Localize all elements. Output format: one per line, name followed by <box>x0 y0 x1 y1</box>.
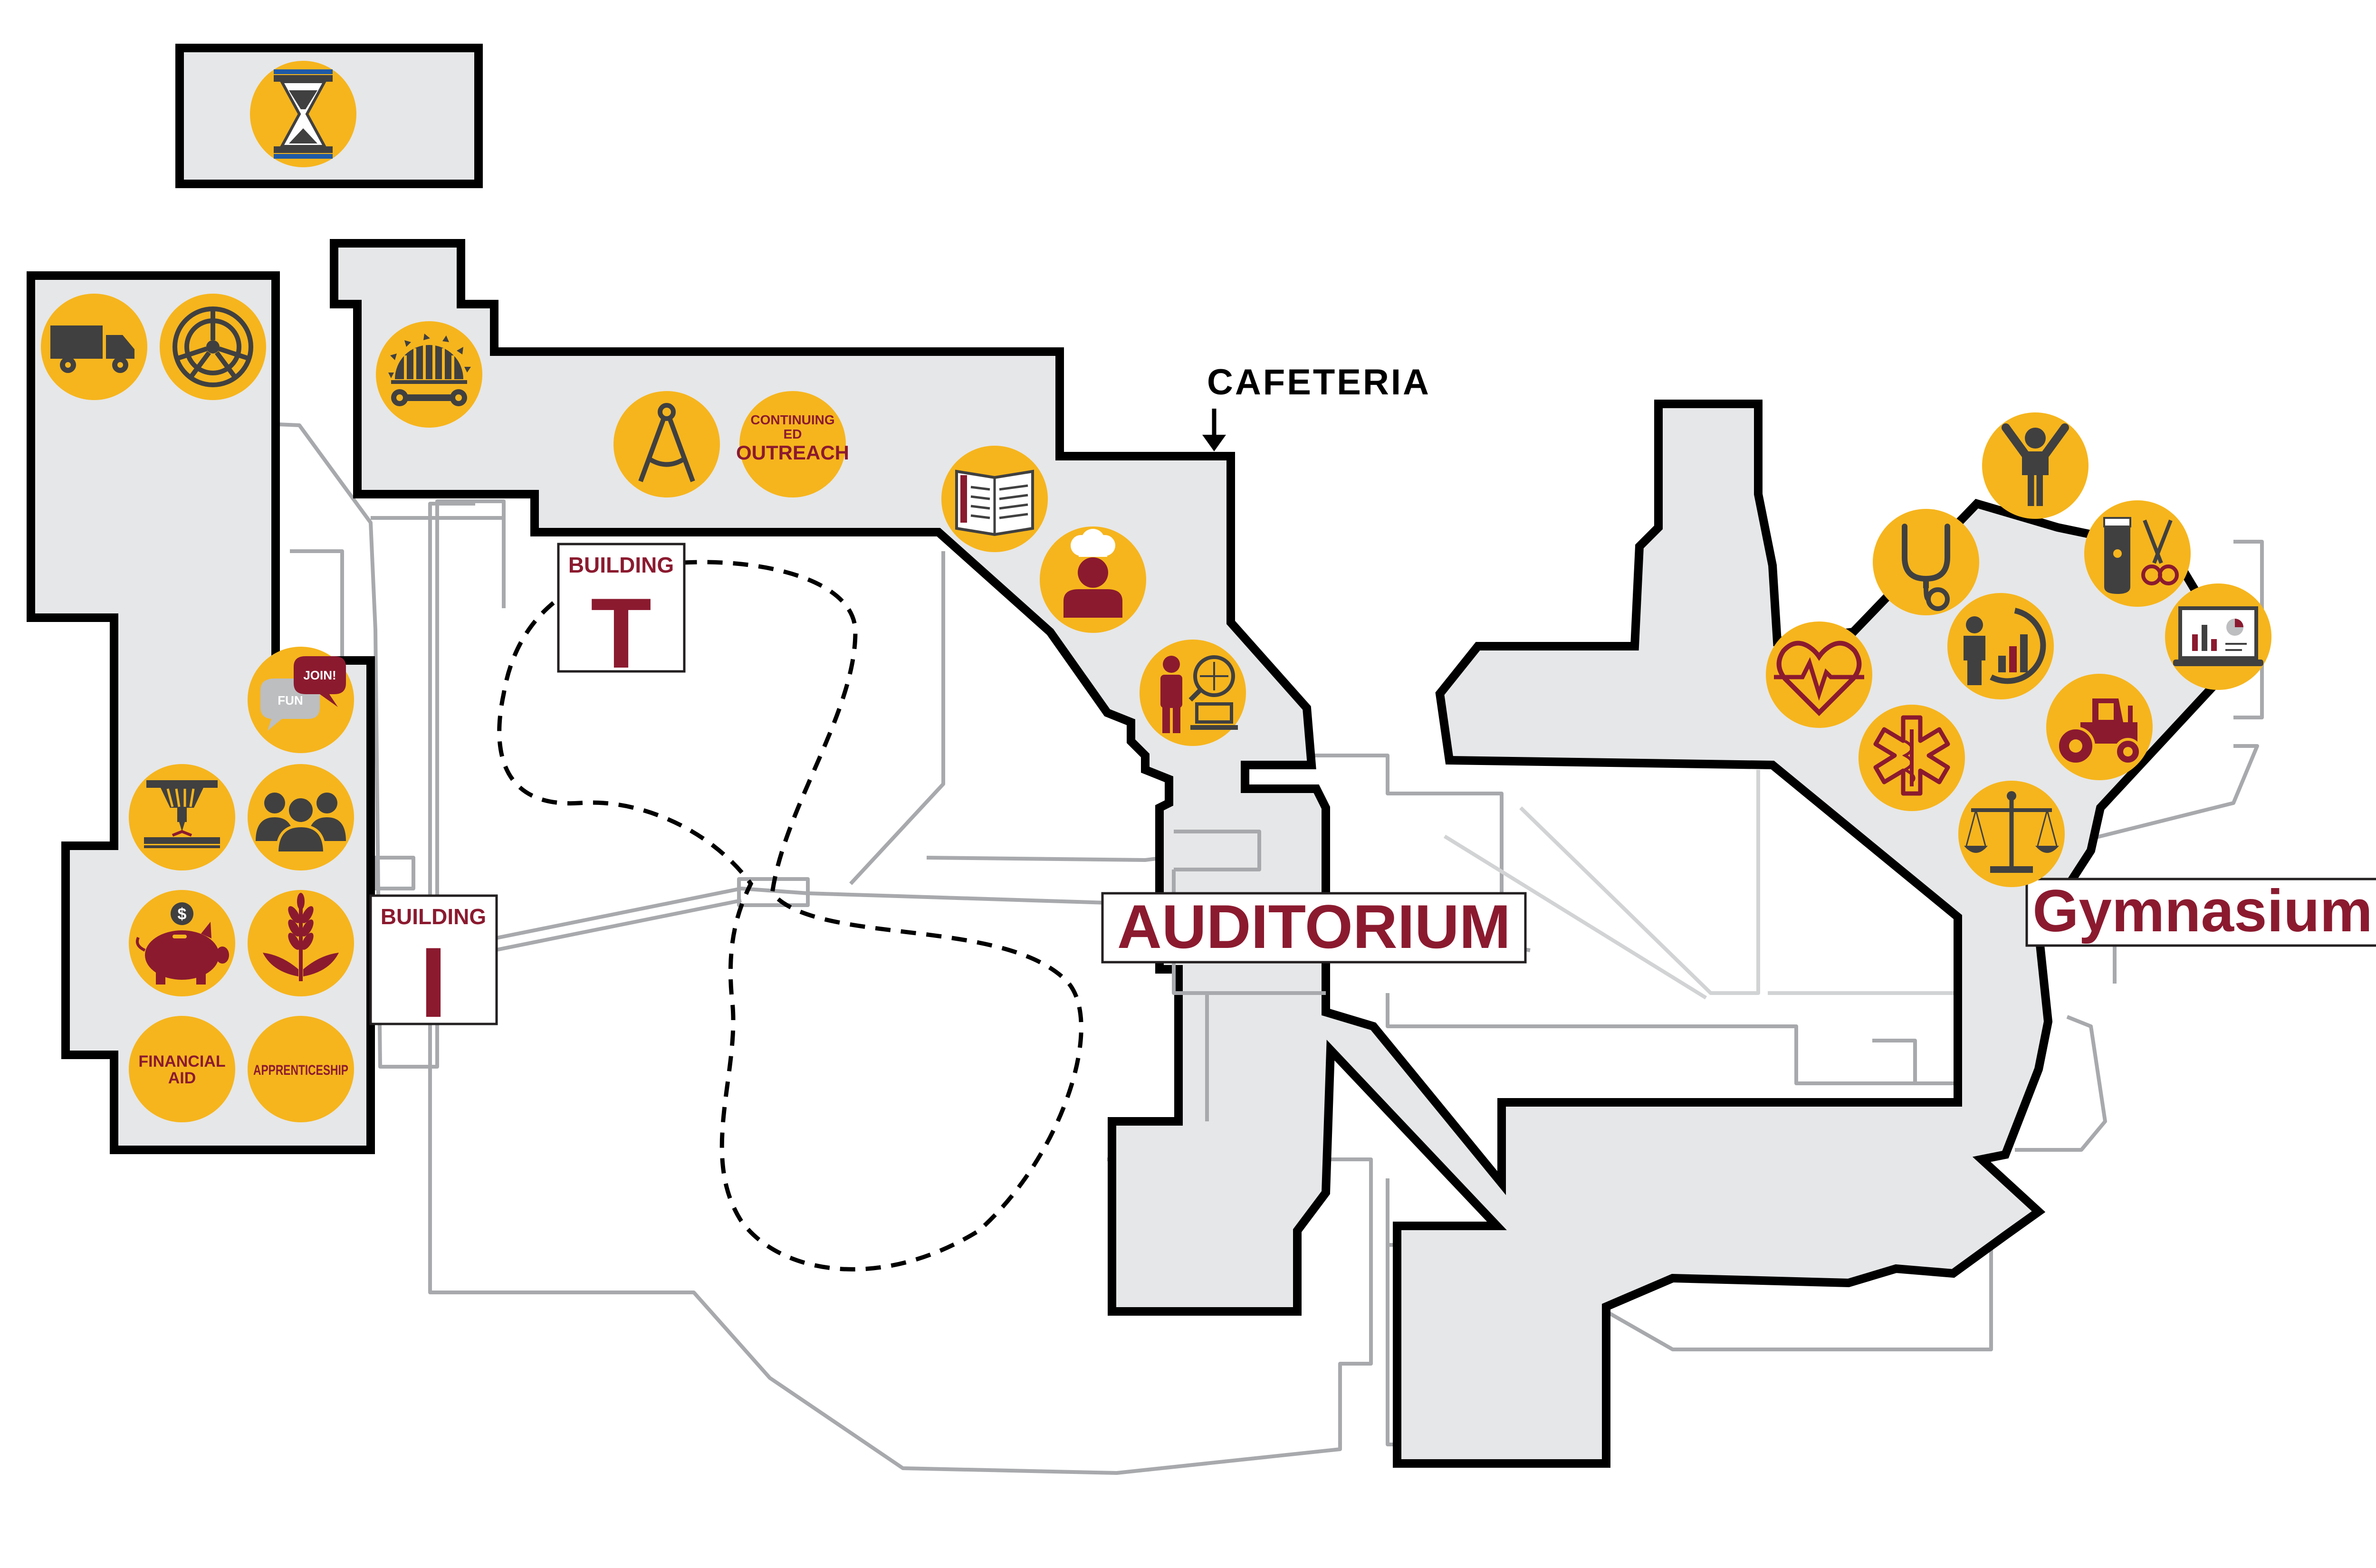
svg-text:FINANCIAL: FINANCIAL <box>138 1052 225 1071</box>
chat-bubbles-icon[interactable]: FUN JOIN! <box>248 647 354 753</box>
piggy-bank-icon[interactable]: $ <box>129 890 235 996</box>
laptop-chart-icon[interactable] <box>2165 583 2271 690</box>
apprenticeship-icon[interactable]: APPRENTICESHIP <box>248 1016 354 1122</box>
stethoscope-icon[interactable] <box>1873 509 1979 615</box>
building-i-letter: I <box>420 927 447 1038</box>
svg-text:JOIN!: JOIN! <box>303 668 336 682</box>
business-growth-icon[interactable] <box>1947 593 2054 699</box>
financial-aid-icon[interactable]: FINANCIAL AID <box>129 1016 235 1122</box>
cafeteria-arrow <box>1202 409 1226 451</box>
walking-trail <box>497 560 1083 1272</box>
truck-icon[interactable] <box>41 294 147 400</box>
group-icon[interactable] <box>248 764 354 870</box>
svg-text:CONTINUING: CONTINUING <box>750 412 834 427</box>
clippers-scissors-icon[interactable] <box>2084 500 2191 607</box>
svg-text:APPRENTICESHIP: APPRENTICESHIP <box>253 1062 348 1078</box>
researcher-icon[interactable] <box>1140 640 1246 746</box>
heartbeat-icon[interactable] <box>1766 621 1872 728</box>
svg-text:ED: ED <box>784 427 802 441</box>
svg-text:BUILDING: BUILDING <box>381 904 486 929</box>
svg-text:BUILDING: BUILDING <box>568 553 674 577</box>
svg-text:OUTREACH: OUTREACH <box>736 441 849 464</box>
compass-icon[interactable] <box>613 391 720 497</box>
tractor-icon[interactable] <box>2046 674 2153 780</box>
wheat-icon[interactable] <box>248 890 354 996</box>
cnc-machine-icon[interactable] <box>129 764 235 870</box>
svg-text:FUN: FUN <box>278 693 303 708</box>
auditorium-sign: AUDITORIUM <box>1101 892 1527 964</box>
star-of-life-icon[interactable] <box>1859 705 1965 811</box>
cafeteria-label: CAFETERIA <box>1207 362 1431 402</box>
wheel-icon[interactable] <box>160 294 266 400</box>
building-t-letter: T <box>591 577 651 689</box>
building-t-sign: BUILDING T <box>557 543 686 689</box>
continuing-ed-outreach-icon[interactable]: CONTINUING ED OUTREACH <box>736 391 849 497</box>
svg-text:AID: AID <box>168 1069 196 1087</box>
chef-icon[interactable] <box>1040 526 1146 633</box>
hourglass-icon[interactable] <box>250 61 356 167</box>
scales-of-justice-icon[interactable] <box>1958 781 2065 887</box>
building-i-sign: BUILDING I <box>369 894 498 1038</box>
building-t-wing <box>330 239 2228 1468</box>
svg-text:$: $ <box>178 905 187 923</box>
gymnasium-label: Gymnasium <box>2032 878 2373 944</box>
saw-wrench-icon[interactable] <box>376 321 482 428</box>
book-icon[interactable] <box>941 446 1048 552</box>
person-arms-up-icon[interactable] <box>1982 412 2089 519</box>
gymnasium-sign: Gymnasium <box>2025 878 2376 947</box>
auditorium-label: AUDITORIUM <box>1117 892 1511 961</box>
